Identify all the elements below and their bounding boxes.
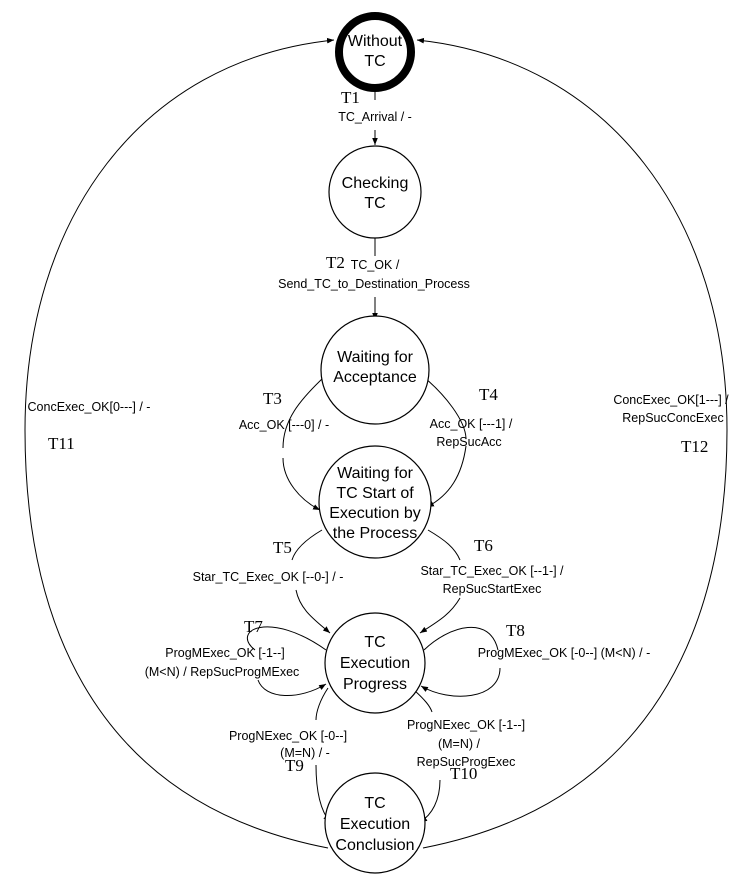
edge-t5 — [291, 529, 323, 561]
transition-id-t8: T8 — [506, 621, 525, 640]
edge-t8-loop-return — [420, 667, 501, 697]
edge-t9 — [315, 687, 329, 721]
transition-label-t7: ProgMExec_OK [-1--] — [165, 646, 284, 660]
state-label-line: Waiting for — [337, 349, 414, 366]
svg-text:Star_TC_Exec_OK [--1-] /RepSuc: Star_TC_Exec_OK [--1-] / RepSucStartExec — [420, 564, 564, 596]
edge-t5-arrow — [295, 589, 331, 634]
transition-id-t11: T11 — [48, 434, 75, 453]
transition-label-t12: ConcExec_OK[1---] / — [613, 393, 729, 407]
transition-label-t3: Acc_OK [---0] / - — [239, 418, 329, 432]
transition-labels: TC_Arrival / - TC_OK / Send_TC_to_Destina… — [28, 110, 730, 769]
state-label-line: the Process — [333, 525, 417, 542]
transition-label-t6: Star_TC_Exec_OK [--1-] / — [420, 564, 564, 578]
transition-label-t10: (M=N) / — [438, 737, 481, 751]
state-label-line: Execution by — [329, 505, 421, 522]
svg-text:TC_Arrival / -: TC_Arrival / - — [338, 110, 412, 124]
svg-text:ProgMExec_OK [-0--] (M<N) / -: ProgMExec_OK [-0--] (M<N) / - — [478, 646, 651, 660]
transition-label-t2: Send_TC_to_Destination_Process — [278, 277, 470, 291]
transition-label-t10: ProgNExec_OK [-1--] — [407, 718, 525, 732]
edge-t3-arrow — [282, 457, 321, 511]
state-label-line: Conclusion — [335, 837, 414, 854]
transition-label-t4: RepSucAcc — [436, 435, 501, 449]
state-label-line: Checking — [342, 175, 409, 192]
edge-t4 — [424, 377, 467, 439]
state-label-line: TC — [364, 195, 385, 212]
state-label-line: TC — [364, 53, 385, 70]
svg-text:Acc_OK [---1] /RepSucAcc: Acc_OK [---1] / RepSucAcc — [430, 417, 513, 449]
svg-text:ProgMExec_OK [-1--](M<N) / Rep: ProgMExec_OK [-1--] (M<N) / RepSucProgMEx… — [145, 646, 300, 679]
edges — [24, 37, 728, 849]
transition-label-t5: Star_TC_Exec_OK [--0-] / - — [193, 570, 344, 584]
svg-text:ProgNExec_OK [-0--](M=N) / -: ProgNExec_OK [-0--] (M=N) / - — [229, 729, 347, 760]
edge-t7-loop-return — [257, 679, 327, 696]
transition-label-t7: (M<N) / RepSucProgMExec — [145, 665, 300, 679]
transition-id-t3: T3 — [263, 389, 282, 408]
edge-t8-loop — [423, 626, 499, 651]
state-label-line: TC Start of — [336, 485, 414, 502]
svg-text:Acc_OK [---0] / -: Acc_OK [---0] / - — [239, 418, 329, 432]
svg-text:Star_TC_Exec_OK [--0-] / -: Star_TC_Exec_OK [--0-] / - — [193, 570, 344, 584]
transition-label-t8: ProgMExec_OK [-0--] (M<N) / - — [478, 646, 651, 660]
state-label-line: Execution — [340, 655, 410, 672]
svg-text:ConcExec_OK[1---] /RepSucConcE: ConcExec_OK[1---] / RepSucConcExec — [613, 393, 729, 425]
state-label-line: Without — [348, 33, 403, 50]
transition-id-t1: T1 — [341, 88, 360, 107]
state-label-line: Progress — [343, 676, 407, 693]
edge-t6-arrow — [419, 597, 461, 634]
transition-label-t9: ProgNExec_OK [-0--] — [229, 729, 347, 743]
transition-label-t1: TC_Arrival / - — [338, 110, 412, 124]
transition-id-t12: T12 — [681, 437, 708, 456]
transition-label-t4: Acc_OK [---1] / — [430, 417, 513, 431]
state-label-line: TC — [364, 795, 385, 812]
transition-label-t6: RepSucStartExec — [443, 582, 542, 596]
transition-id-t4: T4 — [479, 385, 498, 404]
edge-t10 — [413, 689, 433, 713]
transition-ids: T1 T2 T3 T4 T5 T6 T7 T8 T9 T10 T11 T12 — [48, 88, 708, 783]
edge-t3 — [282, 377, 324, 449]
transition-id-t2: T2 — [326, 253, 345, 272]
transition-id-t10: T10 — [450, 764, 477, 783]
transition-label-t9: (M=N) / - — [280, 746, 330, 760]
state-label-line: Waiting for — [337, 465, 414, 482]
transition-label-t11: ConcExec_OK[0---] / - — [28, 400, 151, 414]
transition-label-t10: RepSucProgExec — [417, 755, 516, 769]
svg-text:TC_OK /Send_TC_to_Destination_: TC_OK / Send_TC_to_Destination_Process — [278, 258, 470, 291]
edge-t6 — [427, 529, 461, 561]
svg-text:ConcExec_OK[0---] / -: ConcExec_OK[0---] / - — [28, 400, 151, 414]
transition-id-t9: T9 — [285, 756, 304, 775]
state-label-line: TC — [364, 634, 385, 651]
edge-t7-loop — [246, 626, 327, 651]
edge-t4-arrow — [426, 445, 467, 508]
transition-id-t5: T5 — [273, 538, 292, 557]
svg-text:ProgNExec_OK [-1--](M=N) /RepS: ProgNExec_OK [-1--] (M=N) / RepSucProgExec — [407, 718, 525, 769]
edge-t12 — [416, 37, 728, 849]
transition-id-t7: T7 — [244, 617, 263, 636]
transition-id-t6: T6 — [474, 536, 493, 555]
state-waiting-start: Waiting for TC Start of Execution by the Pr… — [318, 445, 432, 559]
state-label-line: Execution — [340, 816, 410, 833]
transition-label-t12: RepSucConcExec — [622, 411, 723, 425]
transition-label-t2: TC_OK / — [351, 258, 400, 272]
state-label-line: Acceptance — [333, 369, 417, 386]
edge-t11 — [24, 37, 335, 849]
